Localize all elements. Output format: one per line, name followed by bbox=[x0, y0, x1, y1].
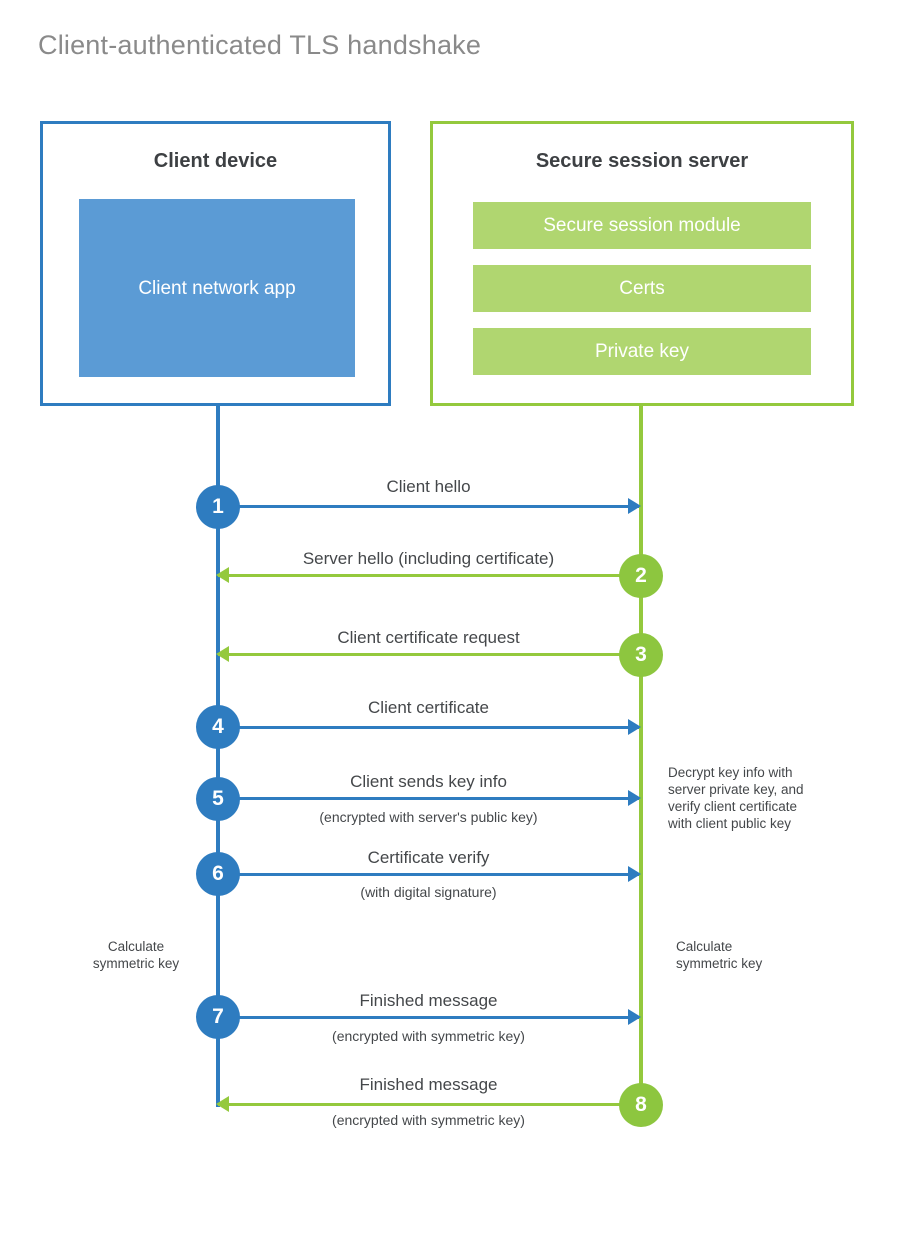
message-7-sublabel: (encrypted with symmetric key) bbox=[332, 1028, 525, 1044]
message-2-label: Server hello (including certificate) bbox=[302, 549, 555, 568]
step-badge-7[interactable]: 7 bbox=[196, 995, 240, 1039]
message-4-label: Client certificate bbox=[368, 698, 489, 717]
step-badge-2[interactable]: 2 bbox=[619, 554, 663, 598]
message-1-arrowhead-icon bbox=[628, 498, 641, 514]
message-1-line bbox=[218, 505, 639, 508]
secure-session-server-title: Secure session server bbox=[535, 150, 749, 172]
message-3-arrowhead-icon bbox=[216, 646, 229, 662]
server-decrypt-note-line-1: Decrypt key info with bbox=[668, 765, 793, 780]
message-1-label: Client hello bbox=[386, 477, 471, 496]
message-5-label: Client sends key info bbox=[350, 772, 507, 791]
step-badge-1[interactable]: 1 bbox=[196, 485, 240, 529]
client-calculate-note-line-2: symmetric key bbox=[92, 956, 180, 971]
server-component-certs: Certs bbox=[473, 265, 811, 312]
message-4-arrowhead-icon bbox=[628, 719, 641, 735]
server-calculate-note-line-1: Calculate bbox=[676, 939, 733, 954]
step-badge-5[interactable]: 5 bbox=[196, 777, 240, 821]
message-8-line bbox=[218, 1103, 639, 1106]
step-badge-6[interactable]: 6 bbox=[196, 852, 240, 896]
message-7-arrowhead-icon bbox=[628, 1009, 641, 1025]
message-8-sublabel: (encrypted with symmetric key) bbox=[332, 1112, 525, 1128]
server-calculate-note-line-2: symmetric key bbox=[676, 956, 763, 971]
client-calculate-note-line-1: Calculate bbox=[107, 939, 165, 954]
step-badge-4[interactable]: 4 bbox=[196, 705, 240, 749]
server-decrypt-note: Decrypt key info with server private key… bbox=[668, 764, 868, 832]
message-5-arrowhead-icon bbox=[628, 790, 641, 806]
message-5-line bbox=[218, 797, 639, 800]
message-7-line bbox=[218, 1016, 639, 1019]
secure-session-server-box: Secure session server Secure session mod… bbox=[430, 121, 854, 406]
server-decrypt-note-line-3: verify client certificate bbox=[668, 799, 798, 814]
message-3-line bbox=[218, 653, 639, 656]
client-lifeline bbox=[216, 403, 220, 1107]
client-calculate-symmetric-key-note: Calculate symmetric key bbox=[60, 938, 212, 972]
client-network-app-block: Client network app bbox=[79, 199, 355, 377]
message-8-arrowhead-icon bbox=[216, 1096, 229, 1112]
server-component-secure-session-module: Secure session module bbox=[473, 202, 811, 249]
server-decrypt-note-line-2: server private key, and bbox=[668, 782, 804, 797]
server-calculate-symmetric-key-note: Calculate symmetric key bbox=[676, 938, 826, 972]
step-badge-3[interactable]: 3 bbox=[619, 633, 663, 677]
server-lifeline bbox=[639, 403, 643, 1107]
message-4-line bbox=[218, 726, 639, 729]
message-6-arrowhead-icon bbox=[628, 866, 641, 882]
message-2-line bbox=[218, 574, 639, 577]
server-component-private-key: Private key bbox=[473, 328, 811, 375]
message-3-label: Client certificate request bbox=[337, 628, 520, 647]
client-device-title: Client device bbox=[153, 150, 278, 172]
step-badge-8[interactable]: 8 bbox=[619, 1083, 663, 1127]
message-6-line bbox=[218, 873, 639, 876]
page-title: Client-authenticated TLS handshake bbox=[38, 30, 482, 60]
message-2-arrowhead-icon bbox=[216, 567, 229, 583]
message-7-label: Finished message bbox=[359, 991, 498, 1010]
message-5-sublabel: (encrypted with server's public key) bbox=[319, 809, 538, 825]
client-device-box: Client device Client network app bbox=[40, 121, 391, 406]
message-6-label: Certificate verify bbox=[367, 848, 490, 867]
server-decrypt-note-line-4: with client public key bbox=[668, 816, 792, 831]
message-8-label: Finished message bbox=[359, 1075, 498, 1094]
message-6-sublabel: (with digital signature) bbox=[360, 884, 497, 900]
